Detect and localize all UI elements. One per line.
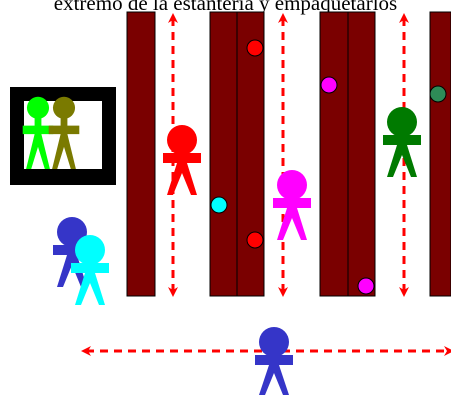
person-icon-cyan <box>71 235 109 305</box>
shelf-2a <box>210 12 237 296</box>
person-icon-magenta <box>273 170 311 240</box>
item-dot-magenta-bottom <box>358 278 374 294</box>
item-dot-red-top <box>247 40 263 56</box>
item-dot-seagreen <box>430 86 446 102</box>
person-icon-red <box>163 125 201 195</box>
item-dot-magenta-top <box>321 77 337 93</box>
shelf-3b <box>348 12 375 296</box>
shelf-1 <box>127 12 155 296</box>
person-icon-green <box>383 107 421 177</box>
shelf-4 <box>430 12 451 296</box>
person-icon-blue-bottom <box>255 327 293 395</box>
item-dot-red-bottom <box>247 232 263 248</box>
item-dot-cyan <box>211 197 227 213</box>
shelf-3a <box>320 12 348 296</box>
